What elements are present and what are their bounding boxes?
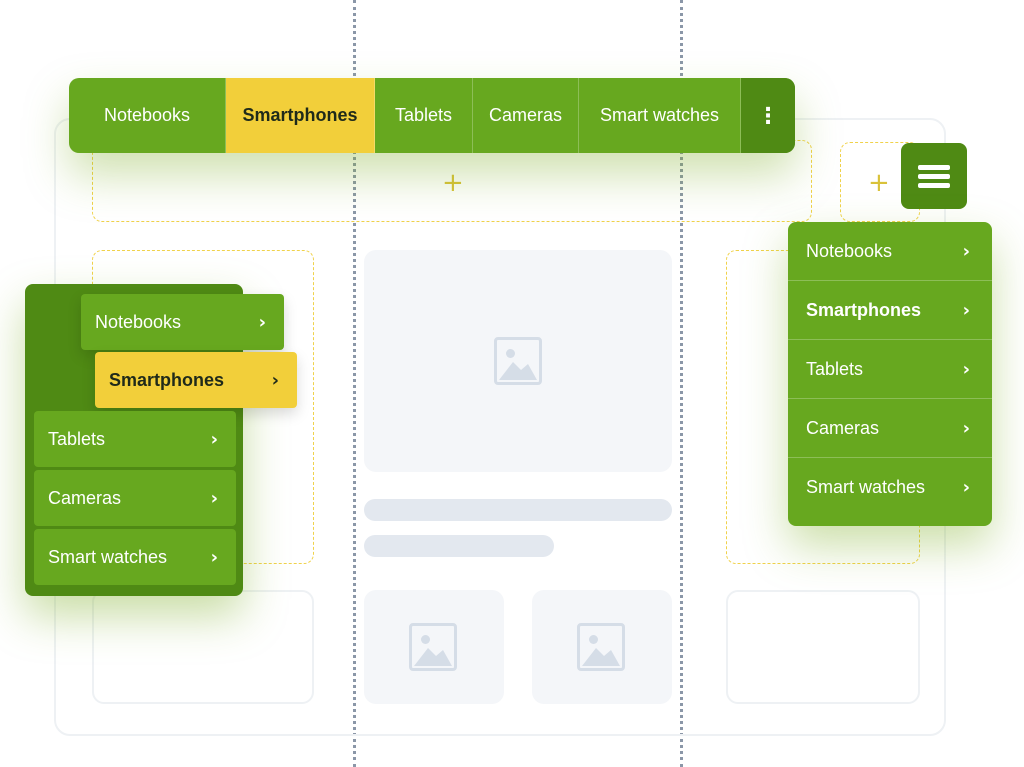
chevron-right-icon: › xyxy=(962,417,970,439)
side-menu-item-label: Smartphones xyxy=(109,369,225,390)
guide-line-right xyxy=(680,0,683,767)
image-placeholder xyxy=(364,250,672,472)
dropdown-item-label: Cameras xyxy=(806,417,880,438)
tab-label: Smartphones xyxy=(242,105,358,125)
side-menu-item-label: Notebooks xyxy=(95,311,182,332)
image-icon xyxy=(494,337,542,385)
chevron-right-icon: › xyxy=(271,369,279,391)
side-menu-item-notebooks[interactable]: Notebooks › xyxy=(81,294,284,350)
image-icon xyxy=(409,623,457,671)
more-options-button[interactable]: ⋮ xyxy=(741,78,795,153)
image-icon xyxy=(577,623,625,671)
tab-notebooks[interactable]: Notebooks xyxy=(69,78,226,153)
dropdown-item-label: Notebooks xyxy=(806,240,893,261)
dropdown-menu: Notebooks › Smartphones › Tablets › Came… xyxy=(788,222,992,526)
side-menu-item-smartphones[interactable]: Smartphones › xyxy=(95,352,297,408)
dropdown-item-label: Smart watches xyxy=(806,477,926,497)
text-placeholder xyxy=(364,499,672,521)
content-placeholder xyxy=(726,590,920,704)
chevron-right-icon: › xyxy=(962,299,970,321)
add-icon[interactable]: + xyxy=(868,168,890,198)
dropdown-item-tablets[interactable]: Tablets › xyxy=(788,340,992,399)
image-placeholder xyxy=(364,590,504,704)
side-menu-item-smart-watches[interactable]: Smart watches › xyxy=(34,529,236,585)
chevron-right-icon: › xyxy=(210,487,218,509)
dropdown-item-smartphones[interactable]: Smartphones › xyxy=(788,281,992,340)
top-navigation-menu: Notebooks Smartphones Tablets Cameras Sm… xyxy=(69,78,795,153)
chevron-right-icon: › xyxy=(210,546,218,568)
menu-icon xyxy=(918,161,950,192)
chevron-right-icon: › xyxy=(210,428,218,450)
tab-label: Notebooks xyxy=(103,105,191,125)
tab-tablets[interactable]: Tablets xyxy=(375,78,473,153)
chevron-right-icon: › xyxy=(962,477,970,498)
side-menu-item-tablets[interactable]: Tablets › xyxy=(34,411,236,467)
add-icon[interactable]: + xyxy=(442,168,464,198)
tab-label: Smart watches xyxy=(599,105,720,125)
chevron-right-icon: › xyxy=(962,358,970,380)
dropdown-item-cameras[interactable]: Cameras › xyxy=(788,399,992,458)
vertical-dots-icon: ⋮ xyxy=(757,102,779,128)
dropdown-item-smart-watches[interactable]: Smart watches › xyxy=(788,458,992,517)
tab-cameras[interactable]: Cameras xyxy=(473,78,579,153)
tab-label: Cameras xyxy=(488,105,563,125)
dropdown-item-label: Tablets xyxy=(806,358,864,379)
text-placeholder xyxy=(364,535,554,557)
chevron-right-icon: › xyxy=(962,240,970,262)
side-menu-item-label: Cameras xyxy=(48,487,122,508)
content-placeholder xyxy=(92,590,314,704)
chevron-right-icon: › xyxy=(258,311,266,333)
tab-smart-watches[interactable]: Smart watches xyxy=(579,78,741,153)
image-placeholder xyxy=(532,590,672,704)
guide-line-left xyxy=(353,0,356,767)
tab-smartphones[interactable]: Smartphones xyxy=(226,78,375,153)
tab-label: Tablets xyxy=(394,105,453,125)
side-menu-item-cameras[interactable]: Cameras › xyxy=(34,470,236,526)
dropdown-item-notebooks[interactable]: Notebooks › xyxy=(788,222,992,281)
side-menu-item-label: Smart watches xyxy=(48,546,168,567)
dropdown-item-label: Smartphones xyxy=(806,299,922,320)
side-menu-item-label: Tablets xyxy=(48,428,106,449)
hamburger-menu-button[interactable] xyxy=(901,143,967,209)
